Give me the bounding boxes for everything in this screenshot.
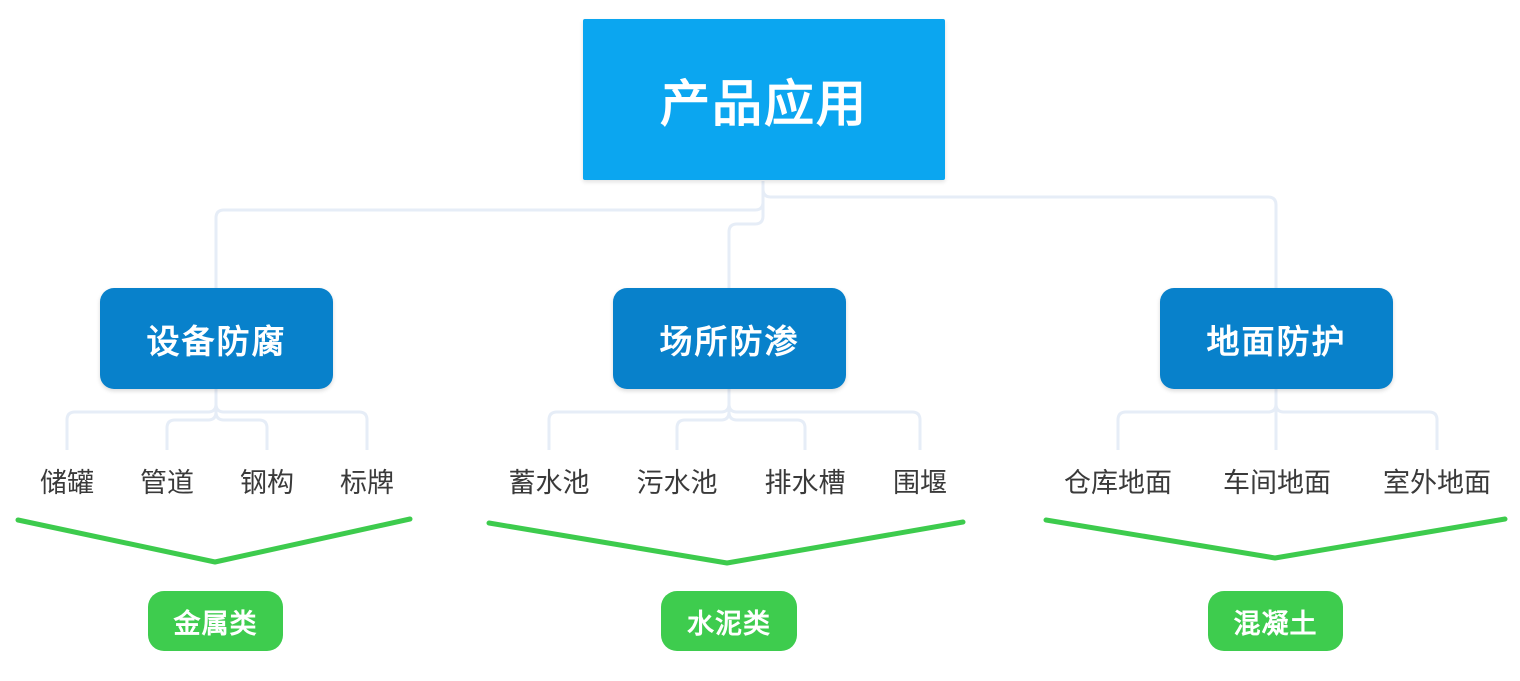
branch-node-equipment-anticorrosion[interactable]: 设备防腐: [100, 288, 333, 389]
chevron-down-icon-group1: [15, 516, 413, 565]
branch-node-ground-protection[interactable]: 地面防护: [1160, 288, 1393, 389]
leaf-drainage-channel[interactable]: 排水槽: [764, 468, 846, 498]
leaf-pipeline[interactable]: 管道: [140, 468, 194, 498]
connector-branch3-leaf1: [1116, 388, 1278, 450]
chevron-down-icon-group2: [486, 519, 966, 566]
leaf-warehouse-floor[interactable]: 仓库地面: [1064, 468, 1172, 498]
chevron-down-icon-group3: [1043, 516, 1508, 561]
category-node-metal[interactable]: 金属类: [148, 591, 283, 651]
connector-root-branch-right: [761, 181, 1278, 290]
connector-branch2-leaf3: [727, 388, 807, 450]
leaf-outdoor-floor[interactable]: 室外地面: [1383, 468, 1491, 498]
leaf-signage[interactable]: 标牌: [340, 468, 394, 498]
connector-root-branch-middle: [727, 181, 765, 290]
connector-branch1-leaf2: [165, 388, 218, 450]
branch-node-site-antiseepage[interactable]: 场所防渗: [613, 288, 846, 389]
root-node[interactable]: 产品应用: [583, 19, 945, 180]
leaf-sewage-pool[interactable]: 污水池: [636, 468, 718, 498]
connector-branch2-leaf4: [727, 388, 922, 450]
leaf-cofferdam[interactable]: 围堰: [893, 468, 947, 498]
leaf-steel-structure[interactable]: 钢构: [240, 468, 294, 498]
leaf-workshop-floor[interactable]: 车间地面: [1223, 468, 1331, 498]
connector-branch1-leaf3: [214, 388, 269, 450]
leaf-reservoir[interactable]: 蓄水池: [508, 468, 590, 498]
connector-branch2-leaf2: [675, 388, 731, 450]
connector-root-branch-left: [214, 181, 765, 290]
category-node-cement[interactable]: 水泥类: [661, 591, 797, 651]
leaf-storage-tank[interactable]: 储罐: [40, 468, 94, 498]
connector-branch1-leaf4: [214, 388, 369, 450]
connector-branch3-leaf3: [1274, 388, 1439, 450]
category-node-concrete[interactable]: 混凝土: [1208, 591, 1343, 651]
